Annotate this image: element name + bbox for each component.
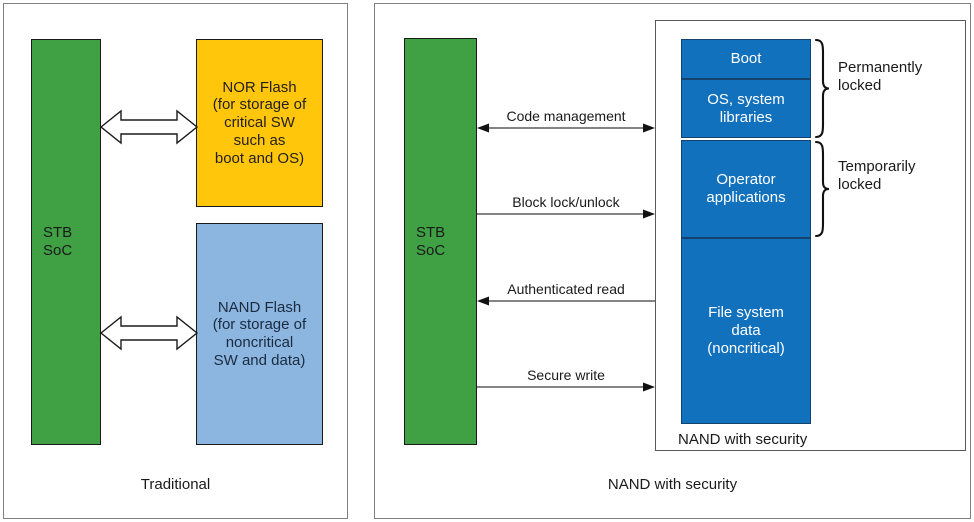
arrow-block-lock-unlock bbox=[477, 209, 655, 219]
segment-file-system-data-label: File system data (noncritical) bbox=[707, 304, 785, 357]
label-block-lock-unlock: Block lock/unlock bbox=[512, 194, 620, 210]
panel-traditional: STB SoC NOR Flash (for storage of critic… bbox=[3, 3, 348, 519]
segment-os-system-libraries: OS, system libraries bbox=[681, 79, 811, 138]
arrow-secure-write bbox=[477, 382, 655, 392]
segment-file-system-data: File system data (noncritical) bbox=[681, 238, 811, 424]
segment-os-system-libraries-label: OS, system libraries bbox=[707, 90, 785, 126]
nand-with-security-container: Boot OS, system libraries Operator appli… bbox=[655, 20, 966, 451]
secure-stb-soc-block: STB SoC bbox=[404, 38, 477, 445]
arrow-soc-to-nor-flash bbox=[99, 109, 199, 145]
brace-permanently-locked bbox=[814, 38, 830, 139]
segment-boot: Boot bbox=[681, 39, 811, 79]
label-secure-write: Secure write bbox=[527, 367, 605, 383]
secure-stb-soc-label: STB SoC bbox=[416, 223, 446, 259]
label-authenticated-read: Authenticated read bbox=[507, 281, 625, 297]
traditional-stb-soc-block: STB SoC bbox=[31, 39, 101, 445]
label-permanently-locked: Permanently locked bbox=[838, 59, 923, 94]
nor-flash-label: NOR Flash (for storage of critical SW su… bbox=[212, 78, 307, 167]
caption-nand-with-security: NAND with security bbox=[607, 476, 738, 493]
nand-with-security-inner-label: NAND with security bbox=[678, 431, 808, 448]
arrow-code-management bbox=[477, 123, 655, 133]
label-temporarily-locked: Temporarily locked bbox=[838, 158, 916, 193]
arrow-authenticated-read bbox=[477, 296, 655, 306]
panel-nand-with-security: STB SoC Boot OS, system libraries Operat… bbox=[374, 3, 971, 519]
nor-flash-block: NOR Flash (for storage of critical SW su… bbox=[196, 39, 323, 207]
brace-temporarily-locked bbox=[814, 140, 830, 238]
traditional-stb-soc-label: STB SoC bbox=[43, 224, 73, 259]
segment-operator-applications: Operator applications bbox=[681, 140, 811, 238]
segment-operator-applications-label: Operator applications bbox=[706, 171, 786, 206]
caption-traditional: Traditional bbox=[140, 476, 211, 493]
segment-boot-label: Boot bbox=[730, 50, 762, 67]
nand-flash-block: NAND Flash (for storage of noncritical S… bbox=[196, 223, 323, 445]
label-code-management: Code management bbox=[506, 108, 626, 124]
nand-flash-label: NAND Flash (for storage of noncritical S… bbox=[212, 298, 307, 369]
arrow-soc-to-nand-flash bbox=[99, 315, 199, 351]
